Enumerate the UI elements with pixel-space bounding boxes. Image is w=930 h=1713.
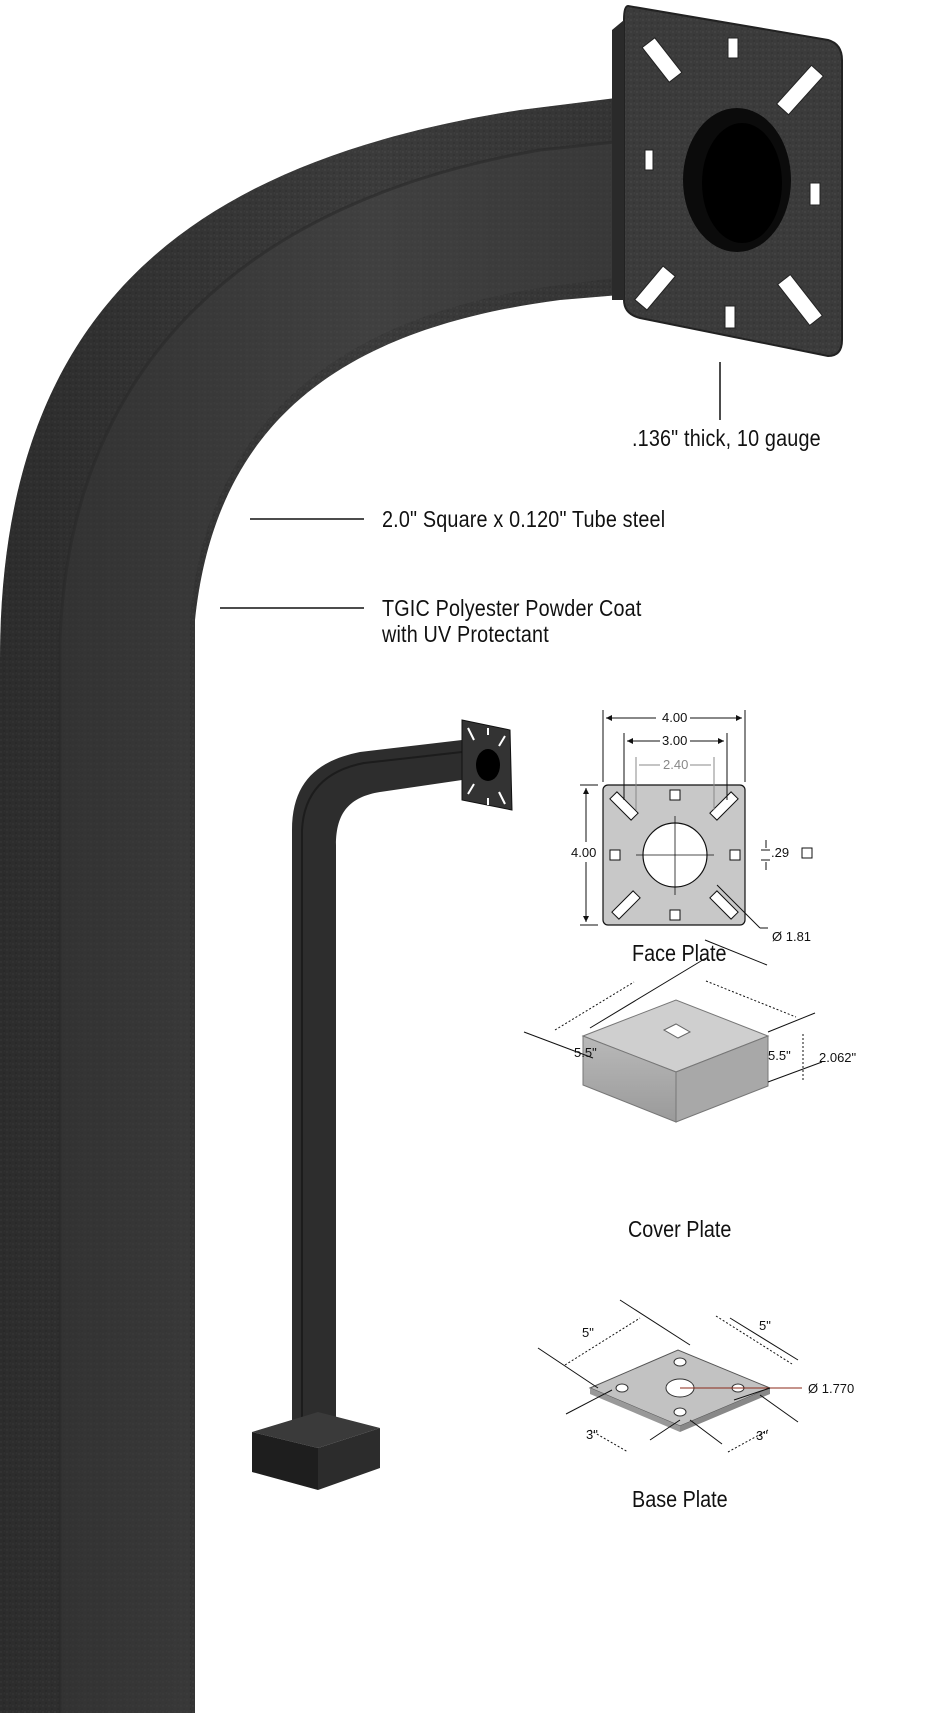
face-plate-width-inner: 2.40: [663, 757, 688, 772]
large-face-plate: [612, 4, 843, 358]
base-plate-drawing: [537, 1299, 802, 1453]
base-plate-dim-top-left: 5": [582, 1325, 594, 1340]
base-plate-dim-top-right: 5": [759, 1318, 771, 1333]
cover-plate-height: 2.062": [819, 1050, 857, 1065]
large-post: [0, 90, 681, 1713]
cover-plate-drawing: [523, 939, 823, 1123]
base-plate-dim-bottom-left: 3": [586, 1427, 598, 1442]
cover-plate-dim-left: 5.5": [574, 1045, 597, 1060]
face-plate-width-mid: 3.00: [662, 733, 687, 748]
base-plate-hole-dia: Ø 1.770: [808, 1381, 854, 1396]
callout-leaders: [220, 362, 721, 609]
face-plate-width-outer: 4.00: [662, 710, 687, 725]
face-plate-slot: .29: [771, 845, 789, 860]
cover-plate-dim-right: 5.5": [768, 1048, 791, 1063]
face-plate-height: 4.00: [571, 845, 596, 860]
face-plate-hole-dia: Ø 1.81: [772, 929, 811, 944]
face-plate-drawing: [580, 710, 813, 929]
coating-label-line2: with UV Protectant: [382, 621, 549, 647]
coating-label-line1: TGIC Polyester Powder Coat: [382, 595, 642, 621]
plate-thickness-label: .136" thick, 10 gauge: [632, 425, 821, 451]
face-plate-caption: Face Plate: [632, 940, 727, 966]
cover-plate-caption: Cover Plate: [628, 1216, 732, 1242]
base-plate-dim-bottom-right: 3": [756, 1428, 768, 1443]
base-plate-caption: Base Plate: [632, 1486, 728, 1512]
small-post: [252, 719, 513, 1490]
tube-label: 2.0" Square x 0.120" Tube steel: [382, 506, 666, 532]
